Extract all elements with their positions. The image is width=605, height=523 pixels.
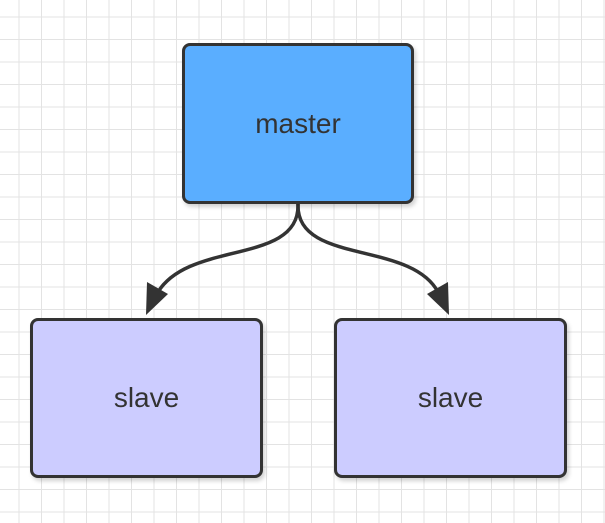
slave-node-right[interactable]: slave [334,318,567,478]
master-node[interactable]: master [182,43,414,204]
edge-master-to-slave-right [296,203,440,293]
edge-master-to-slave-left [156,203,300,293]
slave-node-left[interactable]: slave [30,318,263,478]
arrowhead-slave-right [427,282,449,315]
arrowhead-slave-left [146,282,168,315]
slave-node-left-label: slave [113,382,180,413]
master-node-label: master [255,107,341,139]
slave-node-right-label: slave [417,382,484,413]
